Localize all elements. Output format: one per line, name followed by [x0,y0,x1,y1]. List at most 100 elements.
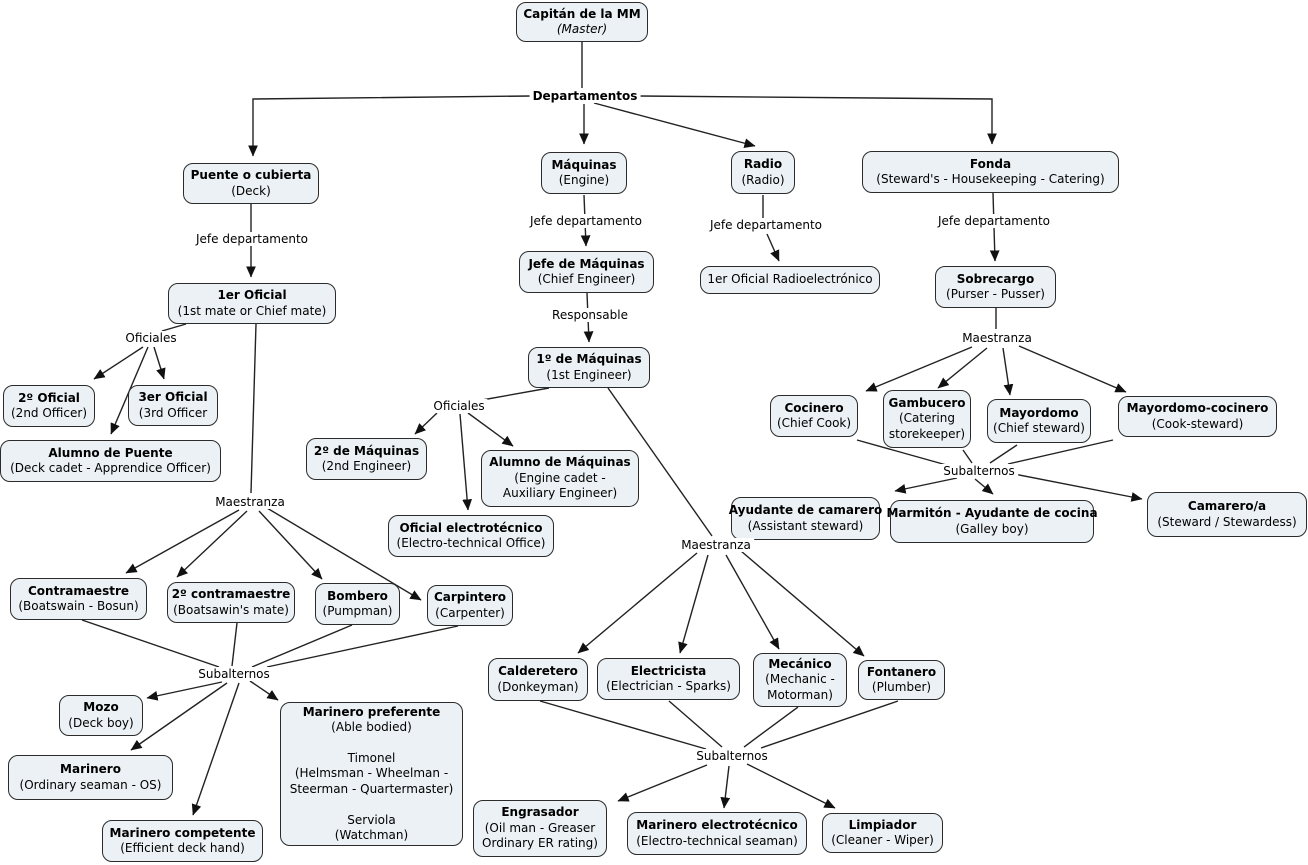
node-subtitle: (2nd Engineer) [321,459,412,473]
node-subtitle: (Carpenter) [435,605,505,620]
node-title: 1º de Máquinas [536,352,642,367]
connector-lines [81,42,1143,816]
node-subtitle: (Electro-technical Office) [396,536,546,550]
node-title: Marinero competente [109,825,256,840]
node-engrasador: Engrasador (Oil man - Greaser Ordinary E… [473,800,607,857]
node-subtitle: (Steward / Stewardess) [1157,514,1297,529]
node-subtitle: (Mechanic - Motorman) [765,672,835,702]
node-subtitle: (Deck boy) [68,715,134,730]
node-3er-oficial: 3er Oficial (3rd Officer [128,385,218,426]
node-title: Oficial electrotécnico [399,520,543,535]
node-radio-departamento: Radio (Radio) [731,151,795,194]
node-subtitle: (Boatswain - Bosun) [18,599,139,613]
node-title: Limpiador [848,817,917,832]
node-mayordomo-cocinero: Mayordomo-cocinero (Cook-steward) [1118,396,1277,437]
node-title: Carpintero [433,590,507,605]
node-1er-oficial: 1er Oficial (1st mate or Chief mate) [168,283,336,324]
label-responsable: Responsable [549,308,631,322]
node-title: Radio [743,157,783,172]
node-title: Sobrecargo [956,271,1035,286]
label-jefe-departamento-radio: Jefe departamento [706,218,826,232]
node-subtitle: (Galley boy) [955,521,1029,536]
node-subtitle: (Catering storekeeper) [888,411,966,441]
node-subtitle: (Able bodied) Timonel (Helmsman - Wheelm… [289,720,454,842]
node-subtitle: (Electro-technical seaman) [636,833,798,848]
node-2o-de-maquinas: 2º de Máquinas (2nd Engineer) [306,438,427,480]
node-maquinas-departamento: Máquinas (Engine) [541,152,627,194]
node-title: 3er Oficial [138,390,208,405]
node-title: Mecánico [768,656,832,671]
node-calderetero: Calderetero (Donkeyman) [488,658,588,701]
node-title: Ayudante de camarero [728,503,883,518]
node-mayordomo: Mayordomo (Chief steward) [987,399,1091,443]
node-sobrecargo: Sobrecargo (Purser - Pusser) [935,266,1056,308]
node-subtitle: (Donkeyman) [497,679,579,694]
node-subtitle: (Chief Cook) [776,416,852,430]
node-alumno-de-maquinas: Alumno de Máquinas (Engine cadet - Auxil… [481,450,639,507]
label-subalternos-puente: Subalternos [195,667,273,681]
node-subtitle: (Cook-steward) [1151,416,1244,431]
node-subtitle: (Boatsawin's mate) [173,602,289,617]
node-cocinero: Cocinero (Chief Cook) [770,395,858,437]
node-title: Mayordomo-cocinero [1126,401,1269,416]
label-maestranza-puente: Maestranza [212,495,288,509]
node-title: Fontanero [866,664,937,679]
label-jefe-departamento-maquinas: Jefe departamento [526,214,646,228]
node-title: Camarero/a [1187,499,1267,514]
node-subtitle: (Purser - Pusser) [946,287,1045,301]
node-bombero: Bombero (Pumpman) [315,583,400,625]
node-subtitle: (Chief Engineer) [537,272,636,286]
node-limpiador: Limpiador (Cleaner - Wiper) [822,813,943,853]
node-title: 2º Oficial [18,390,80,405]
node-carpintero: Carpintero (Carpenter) [427,585,513,626]
node-subtitle: (Engine cadet - Auxiliary Engineer) [502,470,618,501]
node-subtitle: (1st Engineer) [546,367,632,382]
node-title: Marinero preferente [302,705,441,719]
node-fonda-departamento: Fonda (Steward's - Housekeeping - Cateri… [862,151,1119,193]
node-contramaestre: Contramaestre (Boatswain - Bosun) [10,578,147,620]
node-1o-de-maquinas: 1º de Máquinas (1st Engineer) [528,347,650,388]
node-marinero-competente: Marinero competente (Efficient deck hand… [102,820,263,862]
node-title: Mozo [83,700,119,715]
node-fontanero: Fontanero (Plumber) [858,660,945,700]
node-subtitle: (Assistant steward) [747,518,864,533]
node-subtitle: (Master) [556,22,608,36]
node-subtitle: (Oil man - Greaser Ordinary ER rating) [482,820,598,851]
node-camarero: Camarero/a (Steward / Stewardess) [1147,492,1307,537]
node-title: Electricista [630,663,707,678]
node-title: Capitán de la MM [523,6,641,21]
label-jefe-departamento-puente: Jefe departamento [192,232,312,246]
node-title: Fonda [969,156,1012,171]
node-title: 2º de Máquinas [313,443,420,458]
node-title: Engrasador [501,805,579,820]
node-1er-oficial-radioelectronico: 1er Oficial Radioelectrónico [700,266,880,294]
label-oficiales-puente: Oficiales [122,331,180,345]
node-title: Gambucero [888,395,966,410]
node-title: Puente o cubierta [190,168,312,183]
node-title: Máquinas [551,157,617,172]
node-gambucero: Gambucero (Catering storekeeper) [883,390,971,448]
label-departamentos: Departamentos [529,89,641,103]
node-marinero-preferente: Marinero preferente (Able bodied) Timone… [280,702,463,847]
node-electricista: Electricista (Electrician - Sparks) [597,658,740,700]
node-title: Contramaestre [27,583,130,598]
node-subtitle: (Deck cadet - Apprendice Officer) [10,461,211,475]
node-title: Marinero [60,762,121,777]
node-title: Cocinero [784,400,844,415]
node-subtitle: (1st mate or Chief mate) [177,303,327,318]
node-subtitle: (3rd Officer [138,405,208,420]
node-subtitle: (Engine) [558,173,610,187]
label-subalternos-fonda: Subalternos [940,464,1018,478]
node-subtitle: (Radio) [741,172,785,187]
node-subtitle: (Ordinary seaman - OS) [19,777,162,792]
node-title: Marinero electrotécnico [636,818,798,833]
node-puente-cubierta: Puente o cubierta (Deck) [183,163,319,204]
node-capitan: Capitán de la MM (Master) [516,2,648,42]
node-mecanico: Mecánico (Mechanic - Motorman) [753,653,847,707]
node-jefe-de-maquinas: Jefe de Máquinas (Chief Engineer) [519,251,654,293]
label-oficiales-maquinas: Oficiales [430,399,488,413]
label-jefe-departamento-fonda: Jefe departamento [934,214,1054,228]
node-title: 1er Oficial [217,288,287,303]
